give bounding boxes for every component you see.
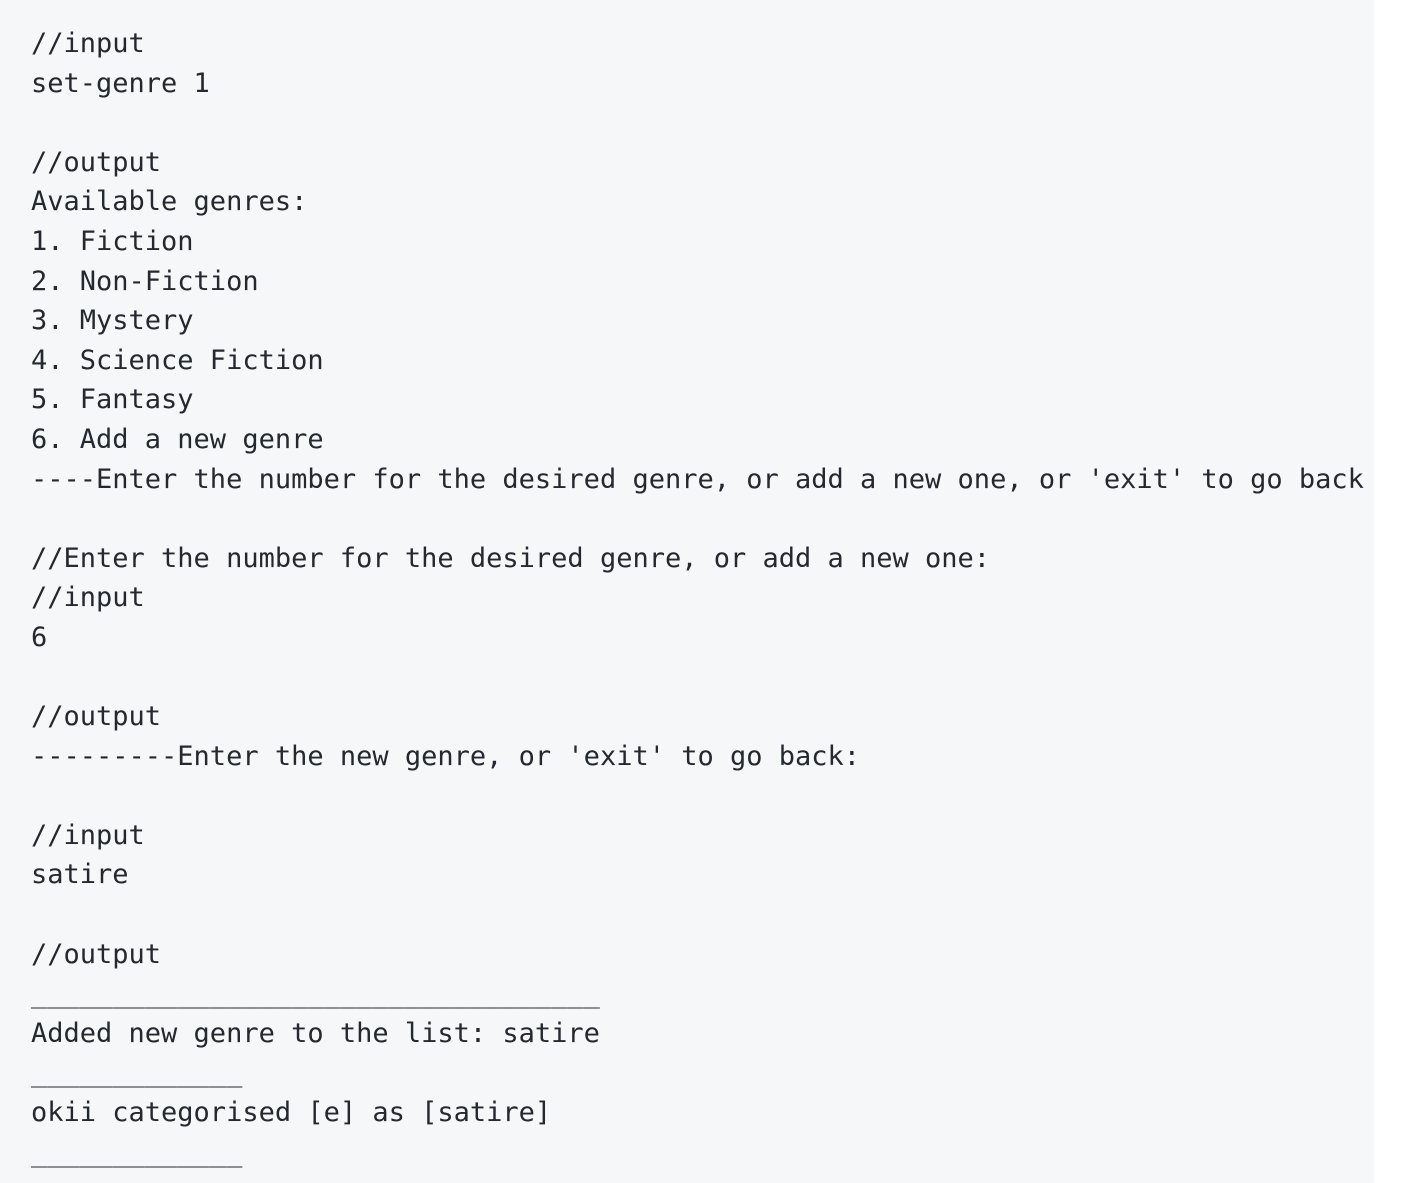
code-line-separator: ___________________________________ [31, 978, 600, 1010]
code-line: okii categorised [e] as [satire] [31, 1097, 552, 1129]
code-line: //Enter the number for the desired genre… [31, 542, 991, 574]
code-line: //output [31, 701, 162, 733]
code-line: 3. Mystery [31, 305, 194, 337]
code-line: 2. Non-Fiction [31, 265, 259, 297]
code-line: Added new genre to the list: satire [31, 1017, 600, 1049]
code-line: satire [31, 859, 129, 891]
code-line [31, 895, 1374, 935]
code-line: 6. Add a new genre [31, 423, 324, 455]
code-line: 6 [31, 621, 48, 653]
code-line: Available genres: [31, 186, 308, 218]
code-line: //output [31, 938, 162, 970]
code-line: 4. Science Fiction [31, 344, 324, 376]
code-line [31, 658, 1374, 698]
code-line: 1. Fiction [31, 225, 194, 257]
code-line: 5. Fantasy [31, 384, 194, 416]
code-line: set-genre 1 [31, 67, 210, 99]
code-line [31, 103, 1374, 143]
code-line: //output [31, 146, 162, 178]
code-line: ----Enter the number for the desired gen… [31, 463, 1364, 495]
code-line-separator: _____________ [31, 1136, 243, 1168]
code-line [31, 499, 1374, 539]
code-line-separator: _____________ [31, 1057, 243, 1089]
code-line: //input [31, 582, 145, 614]
code-line [31, 776, 1374, 816]
code-line: //input [31, 819, 145, 851]
code-line: //input [31, 28, 145, 59]
code-line: ---------Enter the new genre, or 'exit' … [31, 740, 861, 772]
